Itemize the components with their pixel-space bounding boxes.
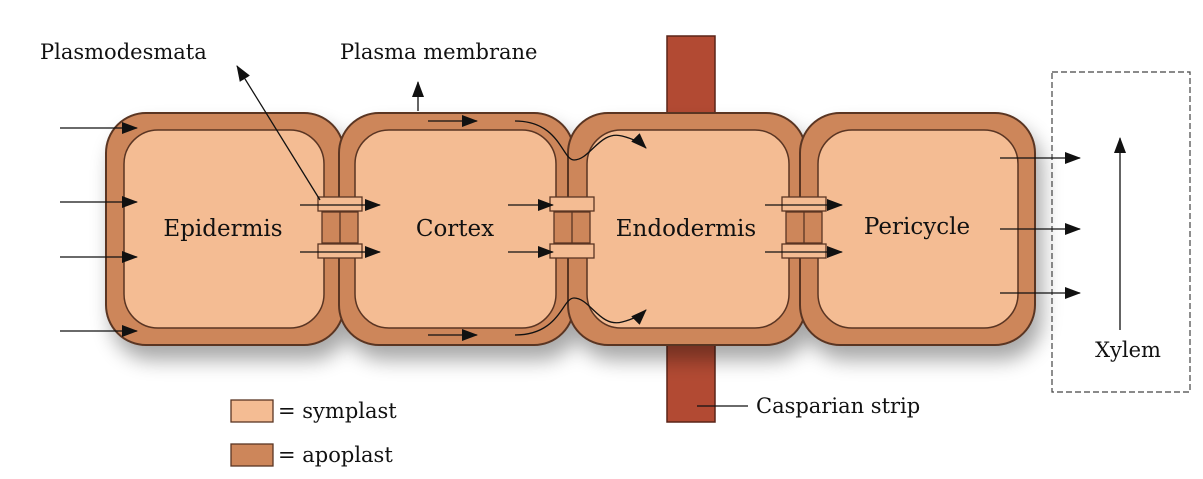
legend-symplast-swatch — [230, 399, 274, 423]
symplast-flow-arrows — [300, 199, 843, 258]
legend: = symplast = apoplast — [230, 399, 397, 467]
xylem-label: Xylem — [1095, 338, 1161, 362]
endodermis-label: Endodermis — [616, 216, 756, 242]
plasmodesma-cortex-endo — [549, 196, 595, 259]
xylem-box — [1051, 71, 1191, 393]
casparian-strip-label: Casparian strip — [756, 394, 920, 418]
pericycle-label: Pericycle — [864, 214, 970, 240]
apoplast-entry-arrows — [60, 122, 138, 337]
legend-symplast-label: = symplast — [278, 399, 397, 423]
legend-apoplast-swatch — [230, 443, 274, 467]
plasmodesma-endo-peri — [781, 196, 827, 259]
epidermis-label: Epidermis — [163, 216, 282, 242]
legend-apoplast-label: = apoplast — [278, 443, 393, 467]
pericycle-to-xylem-arrows — [1000, 152, 1081, 299]
plasmodesmata-label: Plasmodesmata — [40, 40, 207, 64]
cortex-label: Cortex — [416, 216, 494, 242]
plasmodesmata-pointer — [236, 65, 321, 201]
plasma-membrane-label: Plasma membrane — [340, 40, 537, 64]
plasmodesma-epi-cortex — [317, 196, 363, 259]
apoplast-wall-arrows — [428, 115, 647, 341]
